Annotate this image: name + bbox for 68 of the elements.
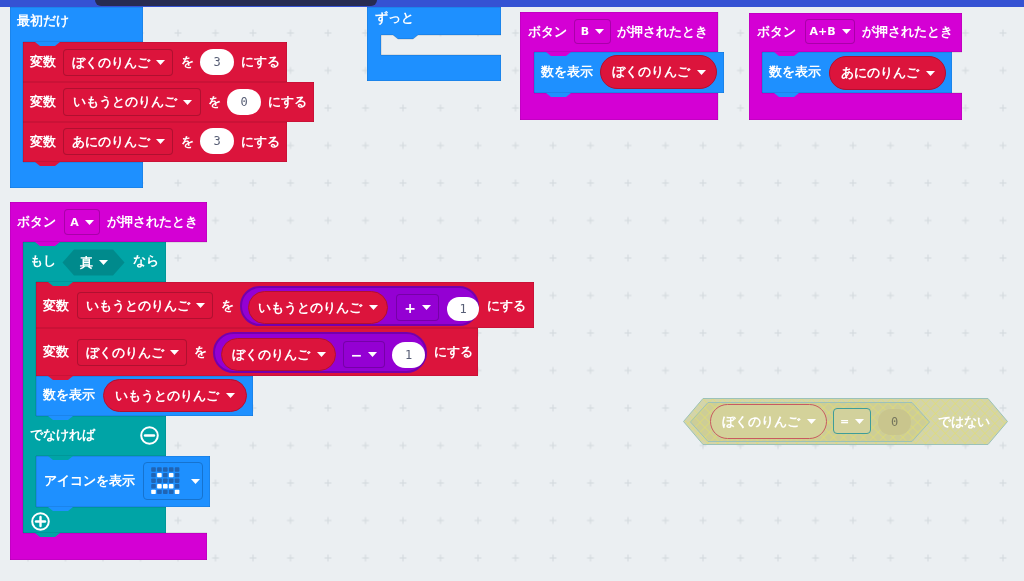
block-label: アイコンを表示 xyxy=(44,473,135,489)
block-label: 数を表示 xyxy=(43,387,95,403)
block-label: もし xyxy=(30,253,56,269)
block-label: でなければ xyxy=(30,427,95,443)
show-icon-block xyxy=(36,456,210,507)
boolean-dropdown: 真 xyxy=(62,249,125,276)
dropdown-field: いもうとのりんご xyxy=(63,88,201,116)
variable-dropdown: あにのりんご xyxy=(829,56,946,90)
dropdown-field: = xyxy=(833,408,871,434)
block-label: を xyxy=(181,54,194,70)
block-label: が押されたとき xyxy=(107,214,198,230)
dropdown-field: A+B xyxy=(805,19,855,44)
block-label: 数を表示 xyxy=(541,64,593,80)
variable-dropdown: いもうとのりんご xyxy=(248,291,388,324)
number-field: 1 xyxy=(392,342,425,368)
block-label: 変数 xyxy=(43,344,69,360)
block-label: にする xyxy=(241,54,280,70)
block-label: なら xyxy=(133,253,159,269)
block-label: にする xyxy=(434,344,473,360)
block-label: ボタン xyxy=(757,24,796,40)
variable-dropdown: ぼくのりんご xyxy=(221,338,336,371)
operator-dropdown: − xyxy=(343,341,385,368)
math-block xyxy=(213,332,427,373)
icon-dropdown xyxy=(143,462,203,500)
block-label: を xyxy=(181,134,194,150)
block-label: ではない xyxy=(938,414,990,430)
block-label: ボタン xyxy=(17,214,56,230)
block-label: 変数 xyxy=(30,54,56,70)
block-label: を xyxy=(194,344,207,360)
dropdown-field: B xyxy=(574,19,611,44)
block-label: を xyxy=(221,298,234,314)
set-variable-block xyxy=(36,328,478,376)
number-field: 1 xyxy=(447,297,479,321)
set-variable-block xyxy=(23,42,287,82)
variable-dropdown: いもうとのりんご xyxy=(103,379,247,412)
event-block xyxy=(749,13,962,120)
block-label: 変数 xyxy=(30,94,56,110)
math-block xyxy=(240,286,479,326)
set-variable-block xyxy=(23,122,287,162)
dropdown-field: いもうとのりんご xyxy=(77,292,213,319)
block-label: を xyxy=(208,94,221,110)
block-label: にする xyxy=(241,134,280,150)
set-variable-block xyxy=(36,282,534,328)
dropdown-field: A xyxy=(64,209,100,235)
dropdown-field: ぼくのりんご xyxy=(77,339,187,366)
event-block xyxy=(520,12,724,120)
show-number-block xyxy=(36,376,253,416)
block-label: 数を表示 xyxy=(769,64,821,80)
operator-dropdown: + xyxy=(396,294,439,321)
block-label: 変数 xyxy=(43,298,69,314)
variable-dropdown: ぼくのりんご xyxy=(710,404,827,439)
block-label: にする xyxy=(487,298,526,314)
not-block xyxy=(683,398,1008,445)
variable-dropdown: ぼくのりんご xyxy=(600,55,717,89)
block-label: が押されたとき xyxy=(617,24,708,40)
loop-block xyxy=(367,7,501,81)
block-label: 最初だけ xyxy=(17,13,69,29)
block-label: にする xyxy=(268,94,307,110)
dropdown-field: あにのりんご xyxy=(63,128,173,155)
block-label: ボタン xyxy=(528,24,567,40)
set-variable-block xyxy=(23,82,314,122)
show-number-block xyxy=(762,52,952,93)
comparison-block xyxy=(690,402,930,442)
block-label: 変数 xyxy=(30,134,56,150)
dropdown-field: ぼくのりんご xyxy=(63,49,173,76)
block-label: ずっと xyxy=(375,10,414,26)
show-number-block xyxy=(534,52,724,93)
block-label: が押されたとき xyxy=(862,24,953,40)
